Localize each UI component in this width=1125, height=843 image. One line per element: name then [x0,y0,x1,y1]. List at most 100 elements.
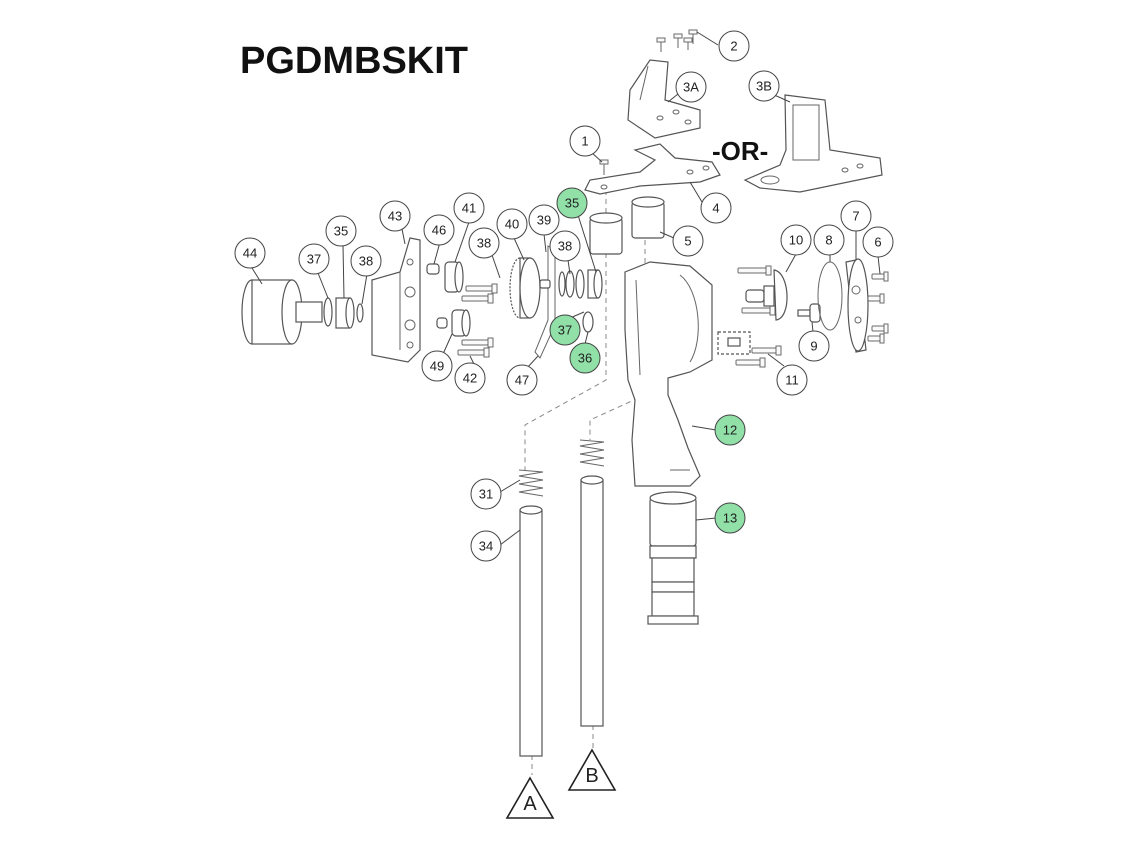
clip-11 [717,331,751,355]
callout-5: 5 [672,225,704,257]
bearing-35-left [335,297,355,329]
svg-text:38: 38 [558,239,572,254]
washer-38-left [356,303,364,323]
callout-49: 49 [421,350,453,382]
callout-8: 8 [813,224,845,256]
svg-text:9: 9 [810,339,817,354]
bushing-41 [444,261,464,293]
svg-text:34: 34 [479,539,493,554]
svg-text:31: 31 [479,487,493,502]
pin-49 [436,317,448,329]
callout-9: 9 [798,330,830,362]
callout-10: 10 [780,224,812,256]
callout-13-highlight: 13 [714,502,746,534]
svg-text:5: 5 [684,234,691,249]
screws-6 [867,271,889,344]
screws-42 [457,337,494,358]
spacer-35 [589,212,623,255]
reference-a-triangle: A [505,776,555,819]
screw-set-top [656,29,698,52]
bearing-35-right [587,269,603,299]
svg-text:38: 38 [359,254,373,269]
callout-12-highlight: 12 [714,414,746,446]
callout-41: 41 [453,192,485,224]
spring-31-a [518,469,544,497]
diagram-title: PGDMBSKIT [240,40,468,82]
svg-text:43: 43 [388,209,402,224]
callout-44: 44 [234,237,266,269]
svg-text:37: 37 [307,252,321,267]
svg-text:10: 10 [789,233,803,248]
callout-37-highlight: 37 [549,314,581,346]
callout-46: 46 [423,214,455,246]
callout-3a: 3A [675,71,707,103]
callout-38-right: 38 [549,230,581,262]
gear-40 [509,257,541,319]
callout-38-center: 38 [468,227,500,259]
svg-text:11: 11 [785,373,799,388]
callouts: 2 3A 3B 1 4 5 35 39 [234,30,894,562]
svg-text:38: 38 [477,236,491,251]
bracket-3a [627,59,701,139]
svg-text:3B: 3B [756,79,772,94]
main-housing-12 [624,261,713,487]
callout-40: 40 [496,208,528,240]
bushing-49 [451,309,471,337]
or-separator-label: -OR- [712,136,768,166]
svg-text:8: 8 [825,233,832,248]
lower-sleeve-13 [647,491,699,625]
end-cap-7 [845,258,869,353]
callout-38-left: 38 [350,245,382,277]
svg-text:6: 6 [874,235,881,250]
callout-7: 7 [840,200,872,232]
pin-39 [539,279,551,289]
svg-text:36: 36 [578,351,592,366]
spring-31-b [579,439,605,467]
svg-text:7: 7 [852,209,859,224]
screws-38-left [461,283,498,304]
adjuster-10 [745,269,788,321]
callout-35-left: 35 [325,215,357,247]
callout-42: 42 [454,362,486,394]
callout-4: 4 [700,192,732,224]
svg-text:13: 13 [723,511,737,526]
callout-39: 39 [528,204,560,236]
svg-text:40: 40 [505,217,519,232]
screws-11 [735,345,782,368]
svg-text:35: 35 [334,224,348,239]
svg-text:46: 46 [432,223,446,238]
gear-housing-43 [371,237,421,363]
callout-6: 6 [862,226,894,258]
leader-lines [251,31,881,546]
svg-text:47: 47 [515,373,529,388]
washer-36 [582,311,594,333]
mount-plate-4 [584,143,721,195]
svg-text:39: 39 [537,213,551,228]
tube-34-a [519,505,543,757]
callout-35-highlight: 35 [556,187,588,219]
svg-text:44: 44 [243,246,257,261]
svg-text:A: A [523,793,537,815]
alignment-lines [524,190,646,775]
svg-text:37: 37 [558,323,572,338]
callout-31: 31 [470,478,502,510]
tube-34-b [580,475,604,727]
washer-37-left [323,297,333,327]
svg-text:4: 4 [712,201,719,216]
svg-text:35: 35 [565,196,579,211]
knob-44 [241,279,323,345]
svg-text:42: 42 [463,371,477,386]
svg-text:1: 1 [581,134,588,149]
spacer-5 [631,196,665,239]
knob-9 [797,303,821,323]
callout-47: 47 [506,364,538,396]
callout-36-highlight: 36 [569,342,601,374]
svg-text:3A: 3A [683,80,699,95]
svg-text:12: 12 [723,423,737,438]
pin-46 [426,263,440,275]
callout-43: 43 [379,200,411,232]
callout-1: 1 [569,125,601,157]
svg-text:49: 49 [430,359,444,374]
callout-2: 2 [718,30,750,62]
